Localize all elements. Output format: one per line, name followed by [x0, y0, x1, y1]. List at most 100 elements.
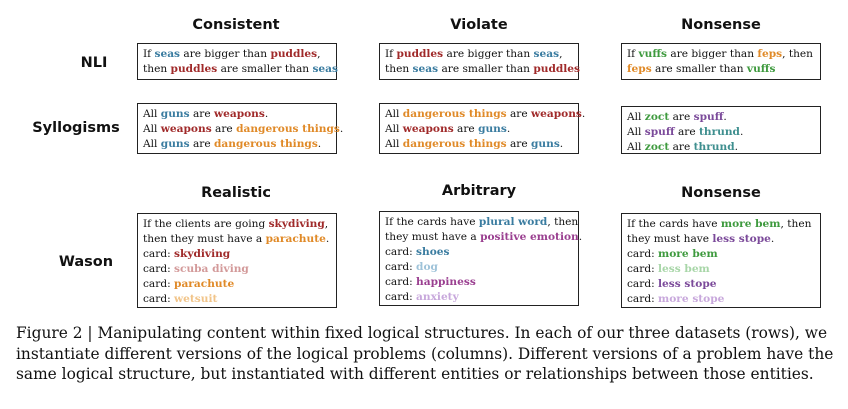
box-text: card:	[627, 248, 659, 260]
highlighted-term: weapons	[160, 123, 212, 135]
highlighted-term: seas	[412, 63, 439, 75]
highlighted-term: puddles	[170, 63, 218, 75]
box-text: All	[627, 111, 645, 123]
box-text: they must have a	[385, 231, 481, 243]
box-text: are bigger than	[180, 48, 271, 60]
nli-consistent-box: If seas are bigger than puddles,then pud…	[137, 43, 338, 80]
highlighted-term: more bem	[658, 248, 718, 260]
box-line: All spuff are thrund.	[627, 125, 815, 140]
highlighted-term: parachute	[265, 233, 326, 245]
highlighted-term: weapons	[402, 123, 454, 135]
box-text: are	[506, 108, 532, 120]
highlighted-term: zoct	[644, 141, 670, 153]
box-text: If	[143, 48, 155, 60]
highlighted-term: dangerous things	[213, 138, 318, 150]
row-label-wason: Wason	[58, 254, 114, 270]
highlighted-term: guns	[160, 108, 190, 120]
box-text: , then	[782, 48, 814, 60]
syllogisms-nonsense-box: All zoct are spuff. All spuff are thrund.…	[621, 106, 821, 154]
box-text: then	[385, 63, 413, 75]
box-text: card:	[143, 278, 175, 290]
box-text: All	[143, 123, 161, 135]
box-line: card: dog	[385, 260, 573, 275]
box-text: .	[317, 138, 322, 150]
highlighted-term: more stope	[658, 293, 725, 305]
box-line: All weapons are dangerous things.	[143, 122, 343, 137]
box-text: If	[385, 48, 397, 60]
box-text: If the cards have	[627, 218, 721, 230]
box-line: All zoct are thrund.	[627, 140, 815, 155]
highlighted-term: guns	[160, 138, 190, 150]
column-header-consistent: Consistent	[192, 17, 280, 33]
box-text: then	[143, 63, 171, 75]
column-header-arbitrary: Arbitrary	[441, 183, 517, 199]
box-line: All guns are weapons.	[143, 107, 331, 122]
box-line: If the cards have plural word, then	[385, 215, 578, 230]
box-text: All	[385, 123, 403, 135]
box-text: .	[723, 111, 727, 123]
highlighted-term: thrund	[693, 141, 735, 153]
box-line: card: more bem	[627, 247, 815, 262]
highlighted-term: feps	[757, 48, 783, 60]
box-text: card:	[627, 263, 659, 275]
highlighted-term: spuff	[693, 111, 724, 123]
highlighted-term: scuba diving	[174, 263, 249, 275]
box-text: card:	[143, 263, 175, 275]
box-text: card:	[385, 276, 417, 288]
box-line: All guns are dangerous things.	[143, 137, 331, 152]
box-text: ,	[324, 218, 329, 230]
box-line: card: parachute	[143, 277, 331, 292]
highlighted-term: plural word	[478, 216, 548, 228]
highlighted-term: vuffs	[638, 48, 668, 60]
box-text: All	[385, 108, 403, 120]
highlighted-term: less stope	[658, 278, 717, 290]
highlighted-term: skydiving	[174, 248, 231, 260]
box-text: are	[506, 138, 532, 150]
box-text: are	[211, 123, 237, 135]
box-line: then puddles are smaller than seas	[143, 62, 338, 77]
box-text: card:	[627, 278, 659, 290]
highlighted-term: less bem	[658, 263, 710, 275]
box-text: are	[669, 111, 694, 123]
box-text: then they must have a	[143, 233, 266, 245]
box-line: then seas are smaller than puddles	[385, 62, 580, 77]
box-text: are bigger than	[667, 48, 758, 60]
box-line: All dangerous things are weapons.	[385, 107, 585, 122]
highlighted-term: puddles	[270, 48, 318, 60]
box-text: card:	[385, 246, 417, 258]
highlighted-term: guns	[478, 123, 507, 135]
box-line: then they must have a parachute.	[143, 232, 331, 247]
box-text: are smaller than	[438, 63, 534, 75]
box-line: If puddles are bigger than seas,	[385, 47, 573, 62]
box-line: card: anxiety	[385, 290, 573, 305]
box-text: .	[770, 233, 775, 245]
box-text: All	[143, 138, 161, 150]
highlighted-term: weapons	[213, 108, 265, 120]
box-text: .	[339, 123, 344, 135]
highlighted-term: skydiving	[268, 218, 325, 230]
box-text: they must have	[627, 233, 713, 245]
box-line: they must have less stope.	[627, 232, 815, 247]
box-text: are	[189, 108, 214, 120]
caption-label: Figure 2 |	[16, 324, 98, 342]
column-header-realistic: Realistic	[201, 185, 271, 201]
box-line: If the cards have more bem, then	[627, 217, 815, 232]
row-label-syllogisms: Syllogisms	[32, 120, 120, 136]
box-text: card:	[385, 261, 417, 273]
highlighted-term: positive emotion	[480, 231, 579, 243]
box-line: card: skydiving	[143, 247, 331, 262]
wason-realistic-box: If the clients are going skydiving,then …	[137, 213, 337, 308]
box-line: All dangerous things are guns.	[385, 137, 573, 152]
highlighted-term: happiness	[416, 276, 476, 288]
highlighted-term: parachute	[174, 278, 235, 290]
box-line: All weapons are guns.	[385, 122, 573, 137]
nli-violate-box: If puddles are bigger than seas,then sea…	[379, 43, 580, 80]
highlighted-term: spuff	[644, 126, 675, 138]
highlighted-term: vuffs	[746, 63, 776, 75]
highlighted-term: dog	[416, 261, 438, 273]
highlighted-term: seas	[312, 63, 338, 75]
box-text: .	[264, 108, 269, 120]
highlighted-term: weapons	[531, 108, 582, 120]
